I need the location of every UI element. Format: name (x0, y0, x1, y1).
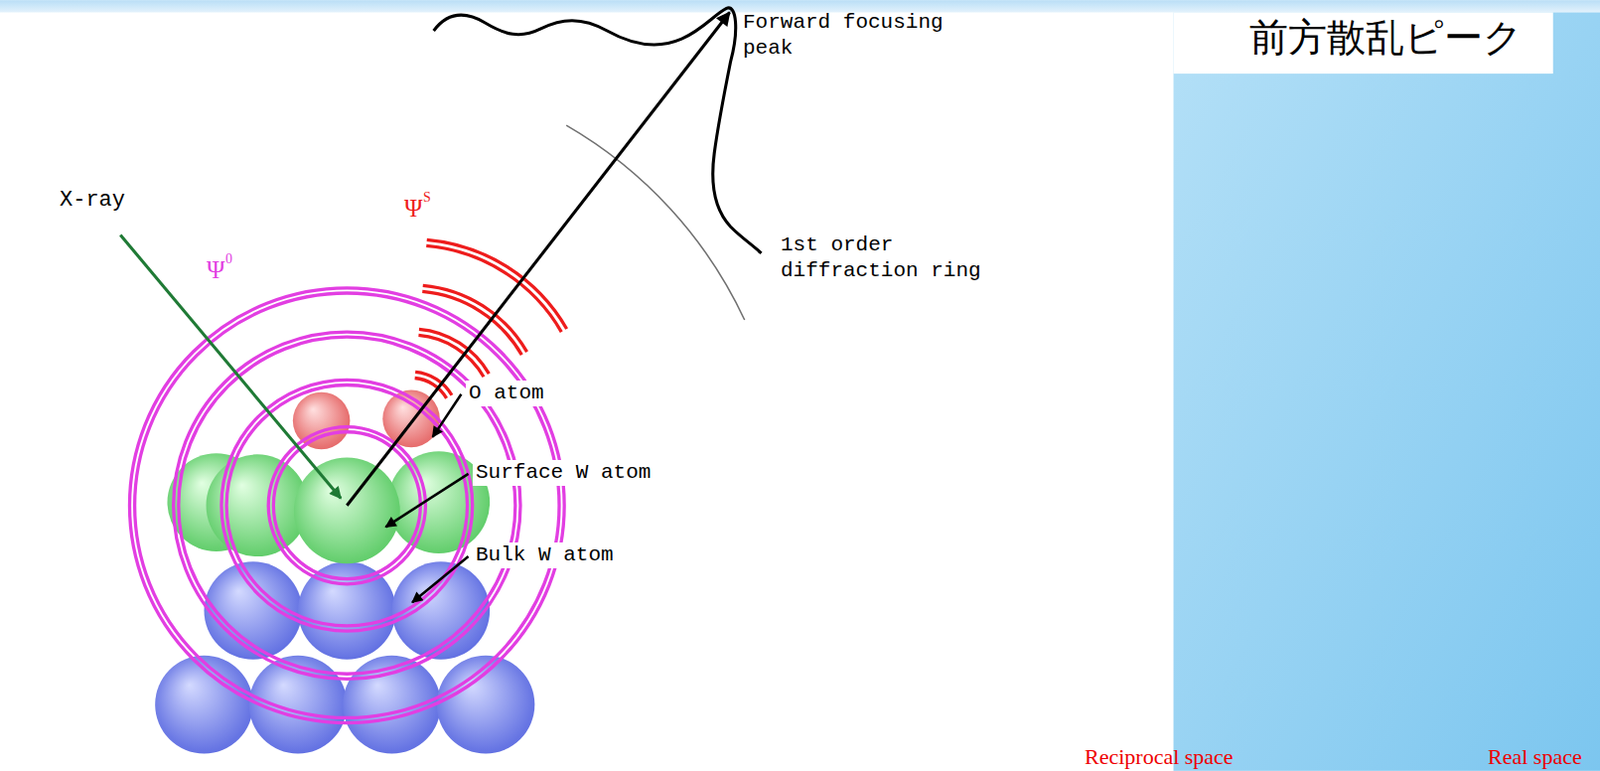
surface-w-atom (293, 456, 401, 564)
leader-arrow (385, 473, 468, 527)
wave-arc (427, 239, 568, 329)
title-text: 前方散乱ピーク (1249, 13, 1523, 63)
title-backdrop (1173, 11, 1554, 74)
wave-symbol: Ψ (404, 192, 423, 224)
emission-arrow (346, 11, 729, 505)
wave-ring (129, 288, 565, 724)
wave-ring (226, 384, 467, 625)
atom-label: Bulk W atom (472, 542, 617, 569)
atom-label: O atom (465, 380, 548, 407)
footer-text: Reciprocal space (1084, 742, 1234, 771)
footer-text: Real space (1487, 742, 1583, 771)
atom-label: Surface W atom (472, 459, 654, 486)
side-panel (1173, 11, 1600, 770)
bulk-w-atom (249, 655, 348, 754)
wave-symbol: Ψ (206, 254, 225, 286)
x-ray-arrow (120, 234, 341, 498)
leader-arrow (412, 556, 469, 602)
leader-arrow (433, 394, 462, 437)
x-ray-label: X-ray (59, 186, 126, 215)
peak-label: Forward focusing peak (742, 9, 960, 63)
intensity-profile (434, 7, 762, 254)
detector-arc (566, 125, 744, 320)
top-band (0, 0, 1600, 12)
bulk-w-atom (342, 655, 441, 754)
primary-wave (129, 288, 565, 724)
bulk-w-atom (436, 655, 536, 754)
wave-superscript: 0 (225, 250, 233, 269)
wave-superscript: S (423, 188, 432, 207)
ring-label: 1st order diffraction ring (780, 232, 998, 286)
wave-ring (273, 432, 421, 580)
